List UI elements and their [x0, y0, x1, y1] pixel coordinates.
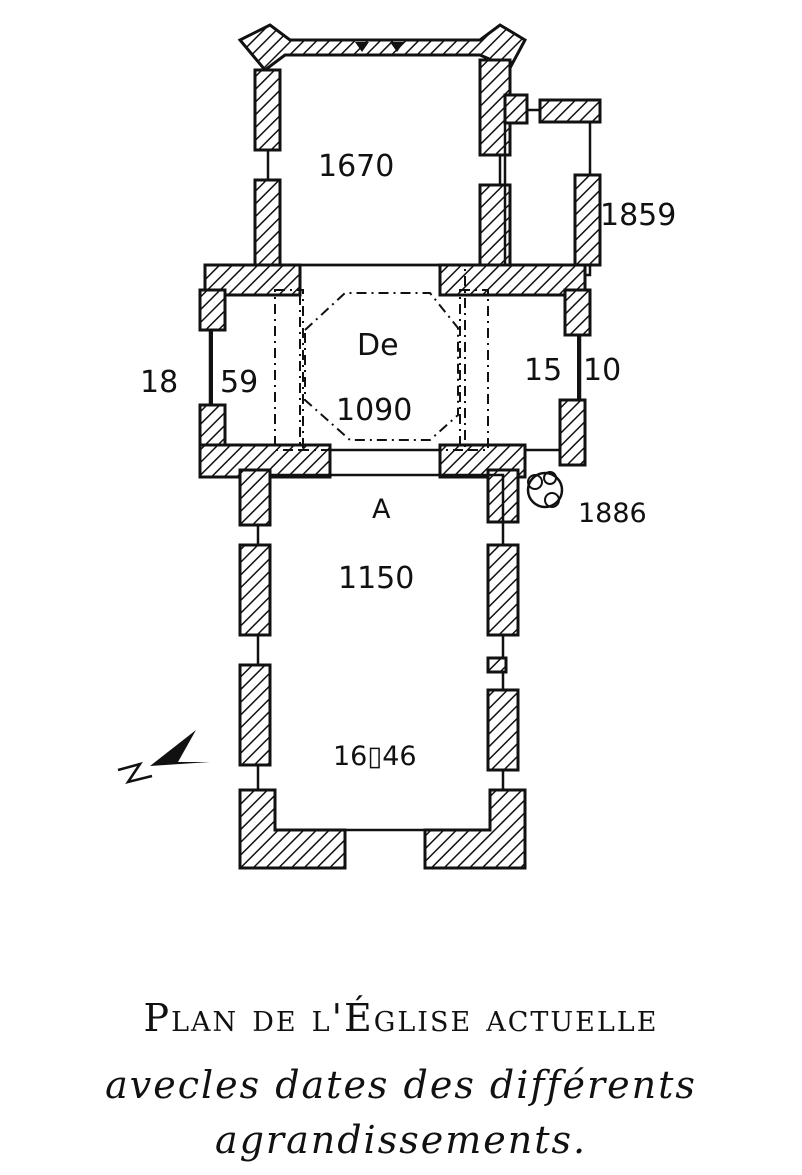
transept [198, 263, 592, 479]
nave-left-wall-3 [238, 663, 272, 767]
date-nave-west: 16▯46 [333, 741, 417, 772]
west-facade-left [238, 788, 347, 870]
date-crossing-top: De [357, 328, 399, 363]
nave-left-wall-2 [238, 543, 272, 637]
nave-right-wall-2 [486, 688, 520, 772]
date-right-transept-b: 10 [583, 353, 621, 388]
sacristy-top-wall [538, 98, 602, 124]
north-chapel [237, 23, 527, 272]
nave [238, 468, 527, 870]
date-right-transept-a: 15 [524, 353, 562, 388]
date-left-transept-b: 59 [220, 365, 258, 400]
sacristy-right-wall [573, 173, 602, 267]
date-crossing-bottom: 1090 [336, 393, 412, 428]
right-transept-wall-lower [558, 398, 587, 467]
nave-right-wall-1 [486, 543, 520, 637]
north-chapel-left-wall-upper [253, 68, 282, 152]
caption-line-1: Plan de l'Église actuelle [143, 996, 659, 1040]
west-facade-right [423, 788, 527, 870]
date-left-transept-a: 18 [140, 365, 178, 400]
right-transept-wall-upper [563, 288, 592, 337]
left-transept-wall-lower [198, 403, 227, 452]
north-arrow-icon [117, 730, 210, 784]
north-chapel-buttress-marks [355, 42, 404, 52]
north-chapel-top-wall [237, 23, 527, 73]
caption-line-2: avecles dates des différents [105, 1063, 697, 1107]
nave-right-small-pier [486, 656, 508, 674]
date-north-chapel: 1670 [318, 149, 394, 184]
date-sacristy: 1859 [600, 198, 676, 233]
date-nave-east: 1150 [338, 561, 414, 596]
sacristy-door-jamb [503, 93, 529, 125]
caption-line-3: agrandissements. [214, 1118, 588, 1162]
left-transept-wall-upper [198, 288, 227, 332]
sacristy [503, 93, 602, 277]
crossing-arch-label: A [372, 494, 391, 525]
north-chapel-left-wall-lower [253, 178, 282, 267]
nave-left-wall-1 [238, 468, 272, 527]
date-stair-turret: 1886 [578, 498, 647, 529]
